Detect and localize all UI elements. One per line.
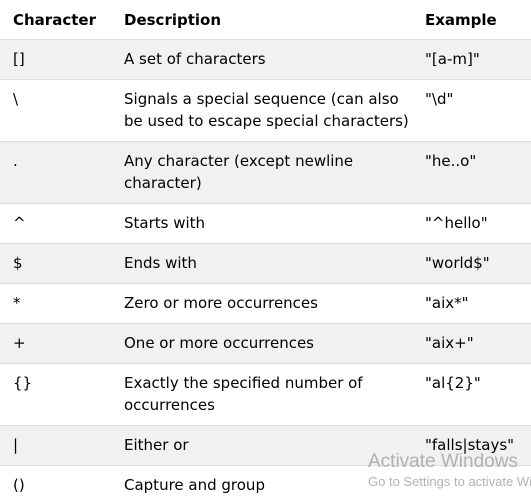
row-character: [] [0,39,111,80]
row-character: . [0,141,111,204]
row-character: () [0,465,111,498]
header-example: Example [412,0,531,40]
table-row: ^ Starts with "^hello" [0,203,531,244]
row-description: Any character (except newline character) [111,141,412,204]
table-row: * Zero or more occurrences "aix*" [0,283,531,324]
row-character: ^ [0,203,111,244]
table-row: $ Ends with "world$" [0,243,531,284]
row-example: "aix+" [412,323,531,364]
row-description: Signals a special sequence (can also be … [111,79,412,142]
row-example: "world$" [412,243,531,284]
header-character: Character [0,0,111,40]
row-example: "aix*" [412,283,531,324]
table-row: . Any character (except newline characte… [0,141,531,204]
table-row: + One or more occurrences "aix+" [0,323,531,364]
row-character: {} [0,363,111,426]
row-description: Either or [111,425,412,466]
table-row: [] A set of characters "[a-m]" [0,39,531,80]
row-example: "he..o" [412,141,531,204]
table-row: \ Signals a special sequence (can also b… [0,79,531,142]
row-character: + [0,323,111,364]
row-character: * [0,283,111,324]
table-header-row: Character Description Example [0,0,531,40]
table-row: () Capture and group [0,465,531,498]
row-example [412,465,531,498]
row-example: "[a-m]" [412,39,531,80]
row-example: "falls|stays" [412,425,531,466]
header-description: Description [111,0,412,40]
table-row: | Either or "falls|stays" [0,425,531,466]
row-example: "al{2}" [412,363,531,426]
row-description: Ends with [111,243,412,284]
row-description: A set of characters [111,39,412,80]
row-example: "^hello" [412,203,531,244]
row-description: Starts with [111,203,412,244]
row-example: "\d" [412,79,531,142]
row-description: Capture and group [111,465,412,498]
row-character: $ [0,243,111,284]
row-character: | [0,425,111,466]
table-row: {} Exactly the specified number of occur… [0,363,531,426]
row-description: Exactly the specified number of occurren… [111,363,412,426]
row-character: \ [0,79,111,142]
row-description: Zero or more occurrences [111,283,412,324]
row-description: One or more occurrences [111,323,412,364]
